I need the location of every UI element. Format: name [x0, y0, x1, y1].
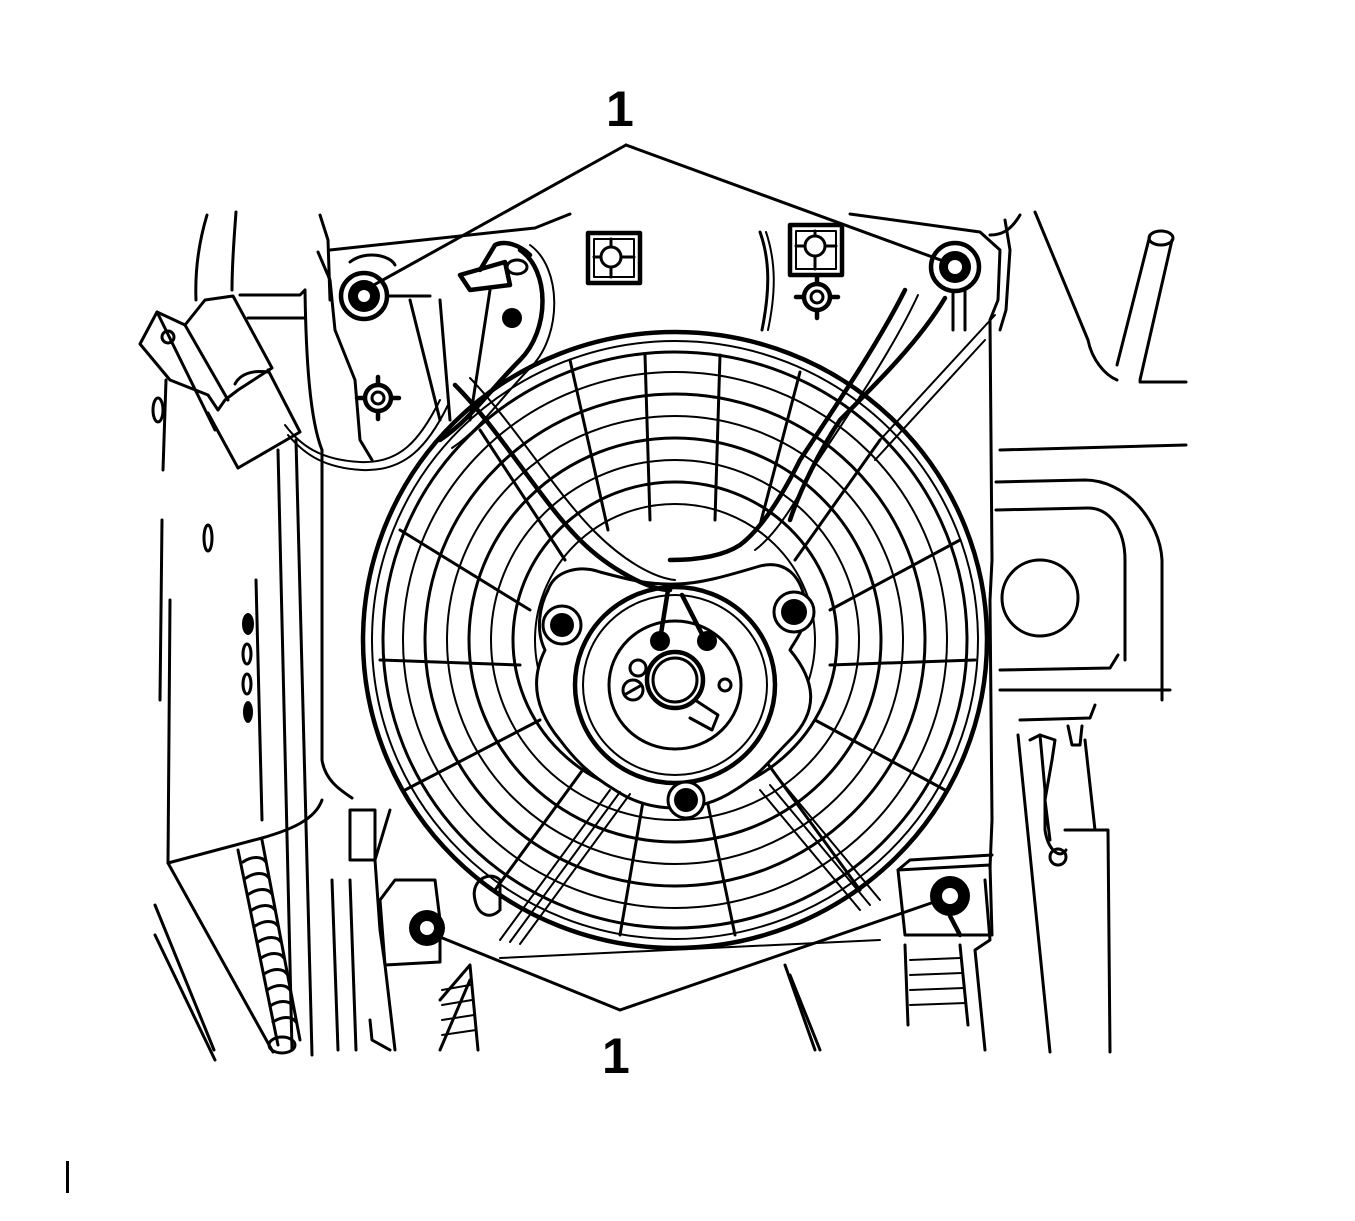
coolant-reservoir	[994, 478, 1172, 702]
left-body-panel	[151, 210, 354, 1062]
fan-shroud	[316, 212, 1012, 1052]
callout-label-top: 1	[606, 81, 634, 137]
lower-right-mounting-bolt	[896, 853, 994, 938]
callout-bottom-leaders	[433, 898, 942, 1012]
fan-motor-mount	[535, 563, 816, 820]
locator-pin-left	[354, 374, 402, 422]
upper-right-mounting-bolt	[928, 240, 982, 332]
hub-screw-bottom	[666, 780, 706, 820]
locator-pin-right	[793, 273, 841, 321]
alignment-box-right	[787, 222, 845, 278]
upper-right-pipe	[988, 210, 1188, 452]
hub-screw-left	[541, 604, 583, 646]
callout-label-bottom: 1	[602, 1028, 630, 1084]
fan-wiring-harness	[408, 240, 996, 945]
callout-top-leaders	[370, 143, 948, 288]
fan-guard-grille	[360, 329, 990, 951]
alignment-box-left	[585, 230, 643, 286]
upper-left-mounting-bolt	[338, 253, 432, 322]
corrugated-hose	[236, 838, 302, 1055]
fan-motor-connector	[138, 288, 449, 472]
page-margin-mark	[66, 1161, 69, 1193]
lower-left-mounting-bolt	[378, 878, 445, 967]
hub-screw-right	[772, 590, 816, 634]
right-sensor-wire	[1016, 703, 1112, 1054]
